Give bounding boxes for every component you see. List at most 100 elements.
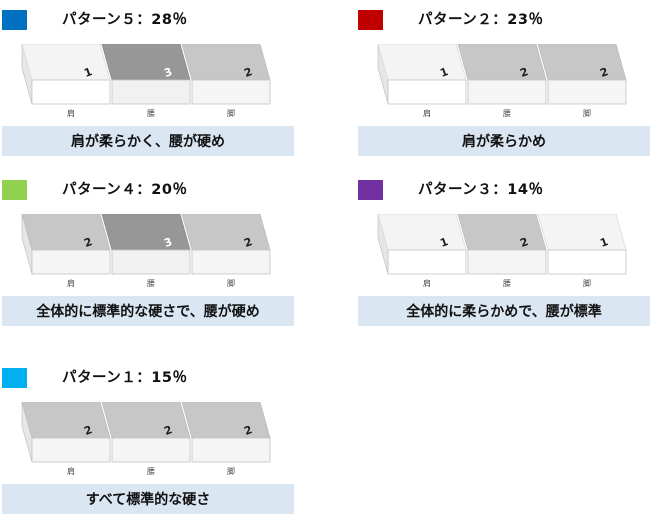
mattress-segment-waist: 2腰	[457, 44, 547, 118]
section-label-leg: 脚	[227, 278, 235, 288]
segment-front-face	[111, 437, 191, 463]
pattern-caption: 肩が柔らかめ	[358, 126, 650, 156]
mattress-segment-waist: 2腰	[101, 402, 191, 476]
pattern-caption: 全体的に標準的な硬さで、腰が硬め	[2, 296, 294, 326]
firmness-number: 2	[82, 423, 94, 438]
firmness-number: 1	[438, 65, 450, 80]
segment-top-face	[377, 44, 467, 81]
segment-top-face	[21, 402, 111, 439]
pattern-caption: 肩が柔らかく、腰が硬め	[2, 126, 294, 156]
firmness-number: 1	[438, 235, 450, 250]
pattern-title: パターン１：15％	[62, 370, 188, 386]
color-swatch	[2, 10, 27, 30]
firmness-number: 2	[518, 235, 530, 250]
section-label-leg: 脚	[583, 278, 591, 288]
segment-top-face	[181, 402, 271, 439]
firmness-number: 2	[518, 65, 530, 80]
mattress-segment-leg: 2脚	[181, 214, 271, 288]
segment-top-face	[181, 44, 271, 81]
pattern-title: パターン５：28％	[62, 12, 188, 28]
section-label-waist: 腰	[147, 467, 155, 476]
segment-top-face	[457, 44, 547, 81]
segment-front-face	[547, 79, 627, 105]
mattress-segment-shoulder: 1肩	[377, 214, 467, 288]
segment-top-face	[181, 214, 271, 251]
segment-front-face	[31, 249, 111, 275]
firmness-number: 1	[598, 235, 610, 250]
firmness-number: 1	[82, 65, 94, 80]
mattress-segment-shoulder: 2肩	[21, 214, 111, 288]
mattress-segment-leg: 1脚	[537, 214, 627, 288]
segment-front-face	[191, 437, 271, 463]
segment-front-face	[387, 249, 467, 275]
segment-top-face	[101, 44, 191, 81]
firmness-number: 2	[598, 65, 610, 80]
segment-top-face	[21, 214, 111, 251]
mattress-segment-waist: 3腰	[101, 214, 191, 288]
section-label-shoulder: 肩	[67, 278, 75, 288]
pattern-title: パターン３：14％	[418, 182, 544, 198]
section-label-shoulder: 肩	[67, 108, 75, 118]
segment-front-face	[31, 79, 111, 105]
section-label-waist: 腰	[503, 109, 511, 118]
segment-front-face	[191, 249, 271, 275]
section-label-waist: 腰	[147, 279, 155, 288]
firmness-number: 2	[242, 423, 254, 438]
segment-front-face	[191, 79, 271, 105]
segment-front-face	[111, 79, 191, 105]
section-label-shoulder: 肩	[423, 108, 431, 118]
segment-front-face	[467, 249, 547, 275]
mattress-segment-leg: 2脚	[181, 44, 271, 118]
mattress-segment-waist: 2腰	[457, 214, 547, 288]
segment-front-face	[387, 79, 467, 105]
firmness-number: 2	[242, 235, 254, 250]
section-label-waist: 腰	[503, 279, 511, 288]
segment-top-face	[101, 402, 191, 439]
firmness-number: 3	[162, 235, 174, 250]
pattern-caption: 全体的に柔らかめで、腰が標準	[358, 296, 650, 326]
segment-top-face	[457, 214, 547, 251]
pattern-title: パターン４：20％	[62, 182, 188, 198]
section-label-leg: 脚	[583, 108, 591, 118]
segment-top-face	[537, 214, 627, 251]
firmness-number: 2	[82, 235, 94, 250]
pattern-title: パターン２：23％	[418, 12, 544, 28]
color-swatch	[358, 10, 383, 30]
color-swatch	[2, 180, 27, 200]
firmness-number: 2	[242, 65, 254, 80]
mattress-segment-shoulder: 1肩	[377, 44, 467, 118]
pattern-caption: すべて標準的な硬さ	[2, 484, 294, 514]
section-label-shoulder: 肩	[67, 466, 75, 476]
mattress-segment-shoulder: 2肩	[21, 402, 111, 476]
section-label-shoulder: 肩	[423, 278, 431, 288]
color-swatch	[2, 368, 27, 388]
segment-top-face	[21, 44, 111, 81]
segment-top-face	[377, 214, 467, 251]
mattress-segment-leg: 2脚	[181, 402, 271, 476]
segment-front-face	[111, 249, 191, 275]
section-label-leg: 脚	[227, 466, 235, 476]
segment-top-face	[537, 44, 627, 81]
firmness-number: 2	[162, 423, 174, 438]
mattress-segment-waist: 3腰	[101, 44, 191, 118]
mattress-segment-shoulder: 1肩	[21, 44, 111, 118]
color-swatch	[358, 180, 383, 200]
section-label-leg: 脚	[227, 108, 235, 118]
section-label-waist: 腰	[147, 109, 155, 118]
segment-top-face	[101, 214, 191, 251]
mattress-segment-leg: 2脚	[537, 44, 627, 118]
segment-front-face	[31, 437, 111, 463]
firmness-number: 3	[162, 65, 174, 80]
segment-front-face	[467, 79, 547, 105]
segment-front-face	[547, 249, 627, 275]
